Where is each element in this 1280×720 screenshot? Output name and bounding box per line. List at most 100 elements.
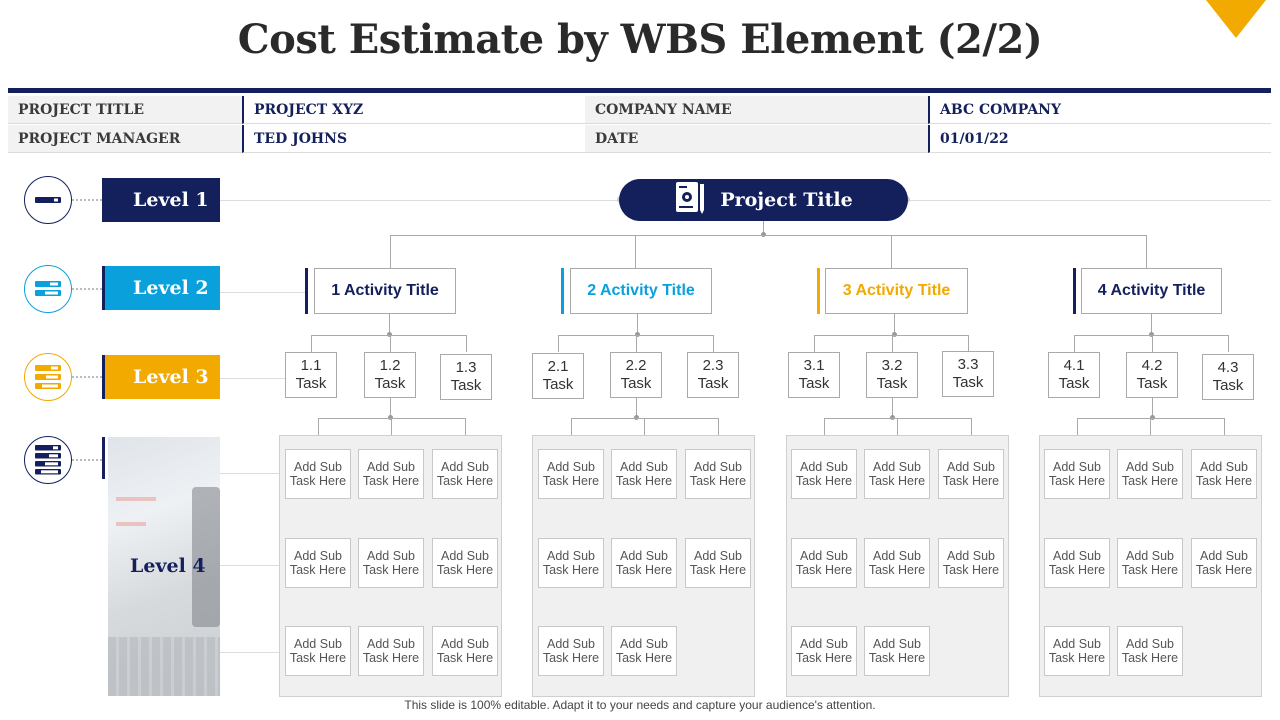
subtask-label: Add Sub Task Here — [436, 637, 494, 665]
level-4-icon — [24, 436, 72, 484]
subtask-label: Add Sub Task Here — [1048, 460, 1106, 488]
subtask-box[interactable]: Add Sub Task Here — [432, 626, 498, 676]
subtask-label: Add Sub Task Here — [868, 637, 926, 665]
task-number: 4.3 — [1217, 359, 1239, 376]
subtask-box[interactable]: Add Sub Task Here — [791, 449, 857, 499]
footer-note: This slide is 100% editable. Adapt it to… — [404, 698, 876, 712]
laptop-photo — [108, 437, 220, 696]
activity-3-label: 3 Activity Title — [842, 282, 951, 299]
activity-2-accent — [561, 268, 564, 314]
subtask-label: Add Sub Task Here — [942, 460, 1000, 488]
subtask-box[interactable]: Add Sub Task Here — [864, 449, 930, 499]
subtask-box[interactable]: Add Sub Task Here — [1191, 449, 1257, 499]
subtask-label: Add Sub Task Here — [436, 549, 494, 577]
activity-1-box[interactable]: 1 Activity Title — [314, 268, 456, 314]
subtask-box[interactable]: Add Sub Task Here — [611, 538, 677, 588]
task-label: Task — [1136, 375, 1168, 392]
subtask-box[interactable]: Add Sub Task Here — [358, 626, 424, 676]
subtask-box[interactable]: Add Sub Task Here — [1117, 626, 1183, 676]
subtask-box[interactable]: Add Sub Task Here — [1044, 626, 1110, 676]
document-gear-icon — [674, 180, 706, 221]
subtask-box[interactable]: Add Sub Task Here — [285, 449, 351, 499]
activity-2-box[interactable]: 2 Activity Title — [570, 268, 712, 314]
activity-4-label: 4 Activity Title — [1097, 282, 1206, 299]
subtask-box[interactable]: Add Sub Task Here — [864, 538, 930, 588]
level-1-icon — [24, 176, 72, 224]
subtask-label: Add Sub Task Here — [362, 549, 420, 577]
subtask-box[interactable]: Add Sub Task Here — [938, 449, 1004, 499]
subtask-box[interactable]: Add Sub Task Here — [538, 538, 604, 588]
subtask-label: Add Sub Task Here — [868, 549, 926, 577]
subtask-box[interactable]: Add Sub Task Here — [791, 626, 857, 676]
corner-triangle-decoration — [1206, 0, 1266, 38]
subtask-box[interactable]: Add Sub Task Here — [611, 449, 677, 499]
header-divider — [8, 88, 1271, 93]
task-number: 3.3 — [957, 356, 979, 373]
subtask-box[interactable]: Add Sub Task Here — [611, 626, 677, 676]
subtask-box[interactable]: Add Sub Task Here — [285, 538, 351, 588]
subtask-label: Add Sub Task Here — [942, 549, 1000, 577]
company-name-label: COMPANY NAME — [585, 96, 928, 124]
level-4-tag: Level 4 — [130, 555, 206, 577]
subtask-label: Add Sub Task Here — [1121, 549, 1179, 577]
level-2-icon — [24, 265, 72, 313]
subtask-box[interactable]: Add Sub Task Here — [864, 626, 930, 676]
subtask-box[interactable]: Add Sub Task Here — [1044, 449, 1110, 499]
task-number: 3.1 — [803, 357, 825, 374]
subtask-box[interactable]: Add Sub Task Here — [358, 538, 424, 588]
project-manager-label: PROJECT MANAGER — [8, 125, 242, 153]
task-number: 3.2 — [881, 357, 903, 374]
root-node-label: Project Title — [720, 189, 853, 211]
subtask-box[interactable]: Add Sub Task Here — [685, 449, 751, 499]
activity-1-accent — [305, 268, 308, 314]
subtask-label: Add Sub Task Here — [436, 460, 494, 488]
subtask-box[interactable]: Add Sub Task Here — [358, 449, 424, 499]
subtask-box[interactable]: Add Sub Task Here — [1044, 538, 1110, 588]
subtask-label: Add Sub Task Here — [362, 460, 420, 488]
subtask-box[interactable]: Add Sub Task Here — [791, 538, 857, 588]
company-name-value: ABC COMPANY — [928, 96, 1271, 124]
date-label: DATE — [585, 125, 928, 153]
task-number: 2.2 — [625, 357, 647, 374]
subtask-label: Add Sub Task Here — [689, 549, 747, 577]
task-label: Task — [1058, 375, 1090, 392]
activity-1-label: 1 Activity Title — [331, 282, 439, 299]
subtask-box[interactable]: Add Sub Task Here — [538, 626, 604, 676]
subtask-label: Add Sub Task Here — [795, 460, 853, 488]
subtask-label: Add Sub Task Here — [289, 637, 347, 665]
subtask-label: Add Sub Task Here — [542, 637, 600, 665]
task-number: 4.1 — [1063, 357, 1085, 374]
activity-3-box[interactable]: 3 Activity Title — [825, 268, 968, 314]
subtask-box[interactable]: Add Sub Task Here — [538, 449, 604, 499]
subtask-label: Add Sub Task Here — [542, 549, 600, 577]
task-label: Task — [876, 375, 908, 392]
task-number: 4.2 — [1141, 357, 1163, 374]
page-title: Cost Estimate by WBS Element (2/2) — [237, 16, 1043, 63]
level-1-tag: Level 1 — [102, 178, 220, 222]
subtask-box[interactable]: Add Sub Task Here — [685, 538, 751, 588]
activity-4-box[interactable]: 4 Activity Title — [1081, 268, 1222, 314]
subtask-label: Add Sub Task Here — [289, 460, 347, 488]
task-label: Task — [374, 375, 406, 392]
project-manager-value: TED JOHNS — [242, 125, 585, 153]
subtask-label: Add Sub Task Here — [1121, 460, 1179, 488]
subtask-box[interactable]: Add Sub Task Here — [285, 626, 351, 676]
subtask-box[interactable]: Add Sub Task Here — [1117, 449, 1183, 499]
subtask-box[interactable]: Add Sub Task Here — [432, 538, 498, 588]
subtask-box[interactable]: Add Sub Task Here — [432, 449, 498, 499]
subtask-box[interactable]: Add Sub Task Here — [1117, 538, 1183, 588]
subtask-box[interactable]: Add Sub Task Here — [938, 538, 1004, 588]
subtask-box[interactable]: Add Sub Task Here — [1191, 538, 1257, 588]
